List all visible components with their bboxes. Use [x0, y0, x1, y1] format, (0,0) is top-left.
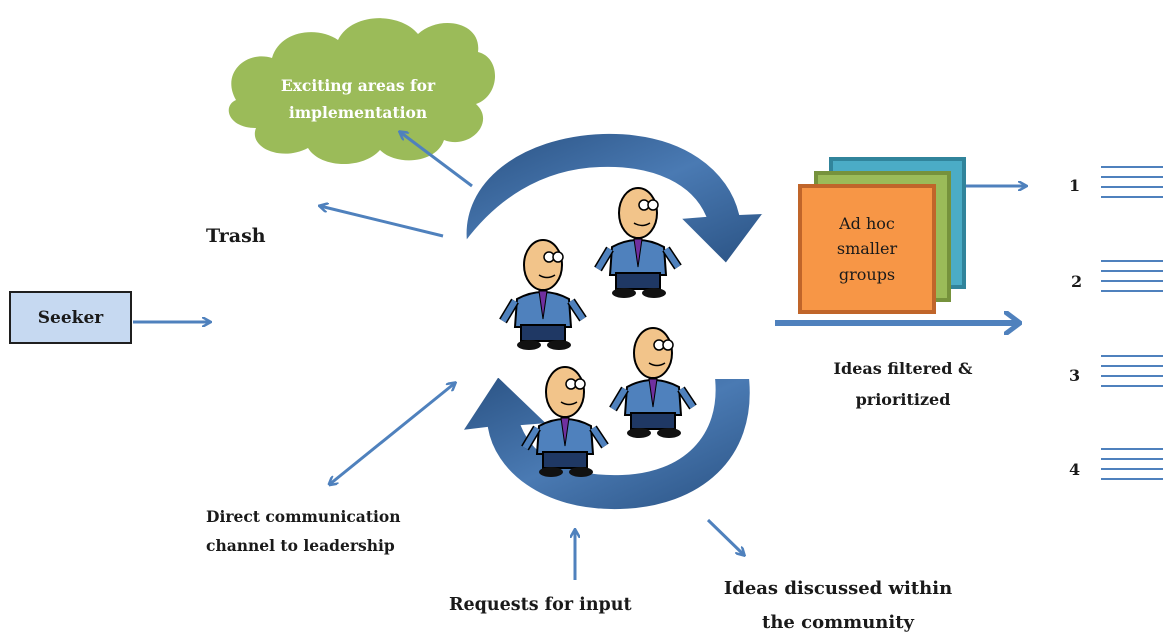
group-card-front: Ad hoc smaller groups: [798, 184, 936, 314]
discussed-line2: the community: [762, 612, 914, 634]
direct-channel-line2: channel to leadership: [206, 535, 395, 555]
seeker-box: Seeker: [9, 291, 132, 344]
groups-line1: Ad hoc: [839, 213, 895, 233]
filtered-line2: prioritized: [855, 390, 951, 410]
direct-channel-label: Direct communication channel to leadersh…: [206, 503, 401, 560]
person-icon: [499, 239, 587, 350]
cloud-shape: [228, 18, 496, 165]
list-lines-2: [1101, 260, 1163, 300]
cycle-arrow-bottom: [459, 374, 752, 512]
trash-label: Trash: [206, 225, 266, 247]
person-icon: [609, 327, 697, 438]
person-icon: [594, 187, 682, 298]
list-number-4: 4: [1069, 460, 1081, 479]
cloud-label-line2: implementation: [288, 103, 428, 123]
cycle-arrow-top: [464, 131, 767, 266]
arrow-direct-channel: [330, 383, 455, 484]
groups-line3: groups: [838, 264, 896, 284]
requests-label: Requests for input: [449, 595, 632, 615]
arrow-discussed: [706, 518, 744, 555]
discussed-line1: Ideas discussed within: [723, 578, 953, 599]
arrow-to-trash: [320, 206, 444, 238]
list-lines-4: [1101, 448, 1163, 488]
arrow-to-cloud: [400, 132, 473, 188]
cloud-label-line1: Exciting areas for: [280, 76, 436, 95]
seeker-label: Seeker: [37, 307, 104, 328]
discussed-label: Ideas discussed within the community: [708, 572, 968, 640]
filtered-label: Ideas filtered & prioritized: [812, 353, 994, 415]
list-number-1: 1: [1069, 176, 1081, 195]
list-lines-3: [1101, 355, 1163, 395]
list-number-3: 3: [1069, 366, 1081, 385]
list-lines-1: [1101, 166, 1163, 206]
list-number-2: 2: [1071, 272, 1083, 291]
cloud-label: Exciting areas for implementation: [248, 72, 468, 126]
groups-line2: smaller: [836, 239, 898, 259]
person-icon: [521, 366, 609, 477]
filtered-line1: Ideas filtered &: [833, 359, 973, 378]
direct-channel-line1: Direct communication: [206, 507, 401, 526]
